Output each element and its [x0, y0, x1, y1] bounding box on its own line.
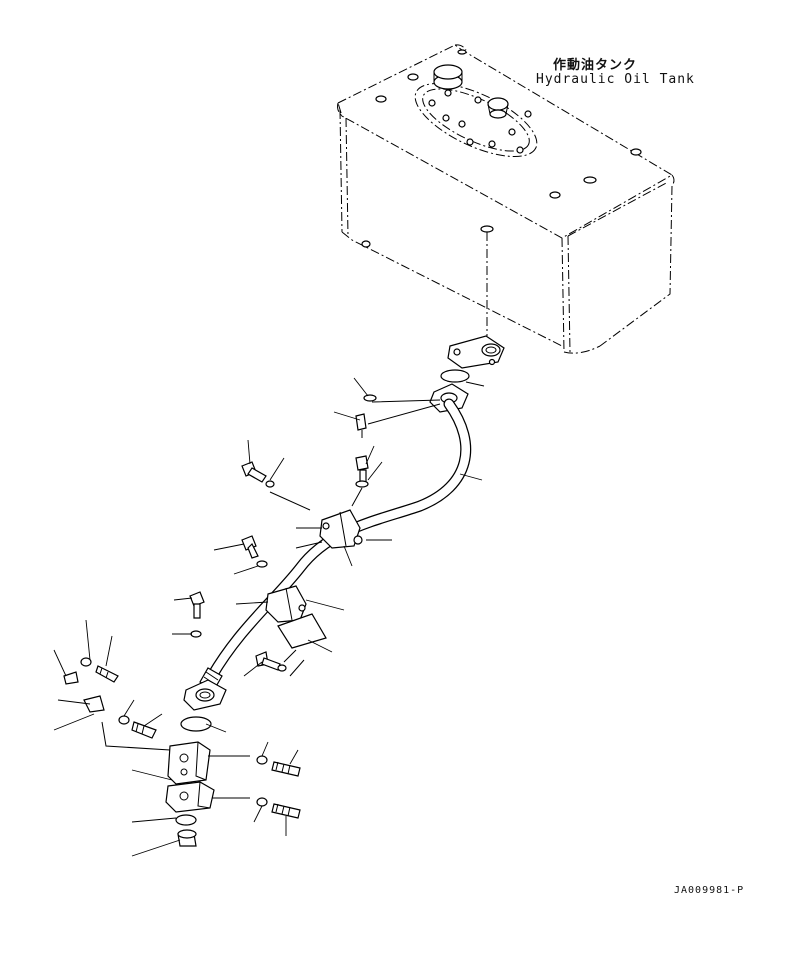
drawing-code: JA009981-P	[674, 885, 745, 896]
hose-clamp-upper	[319, 509, 363, 549]
suction-valve-block	[165, 741, 215, 813]
bolt-set-block	[208, 755, 301, 819]
tank-outlet-flange	[447, 335, 505, 369]
drain-fittings	[175, 814, 197, 847]
hose-flange-lower	[183, 679, 227, 711]
o-ring-lower	[180, 716, 212, 732]
drain-hole	[480, 225, 494, 233]
bolt-set-bracket	[255, 649, 305, 677]
diagram-title-english: Hydraulic Oil Tank	[536, 72, 695, 87]
mounting-bracket	[277, 613, 327, 649]
breather	[487, 97, 509, 119]
hose-clamp-lower	[265, 585, 307, 623]
leader-lines	[53, 377, 485, 857]
filler-cap	[433, 64, 463, 90]
bolt-set-clamp-lower	[189, 535, 268, 638]
bolt-set-tank	[355, 394, 441, 438]
diagram-title-japanese: 作動油タンク	[553, 58, 638, 73]
bolt-set-clamp-upper	[241, 455, 369, 511]
hydraulic-oil-tank	[337, 44, 675, 354]
o-ring-upper	[440, 369, 470, 383]
corner-studs	[361, 49, 642, 248]
bolt-set-left	[63, 657, 171, 751]
plate-bolts	[428, 89, 532, 154]
